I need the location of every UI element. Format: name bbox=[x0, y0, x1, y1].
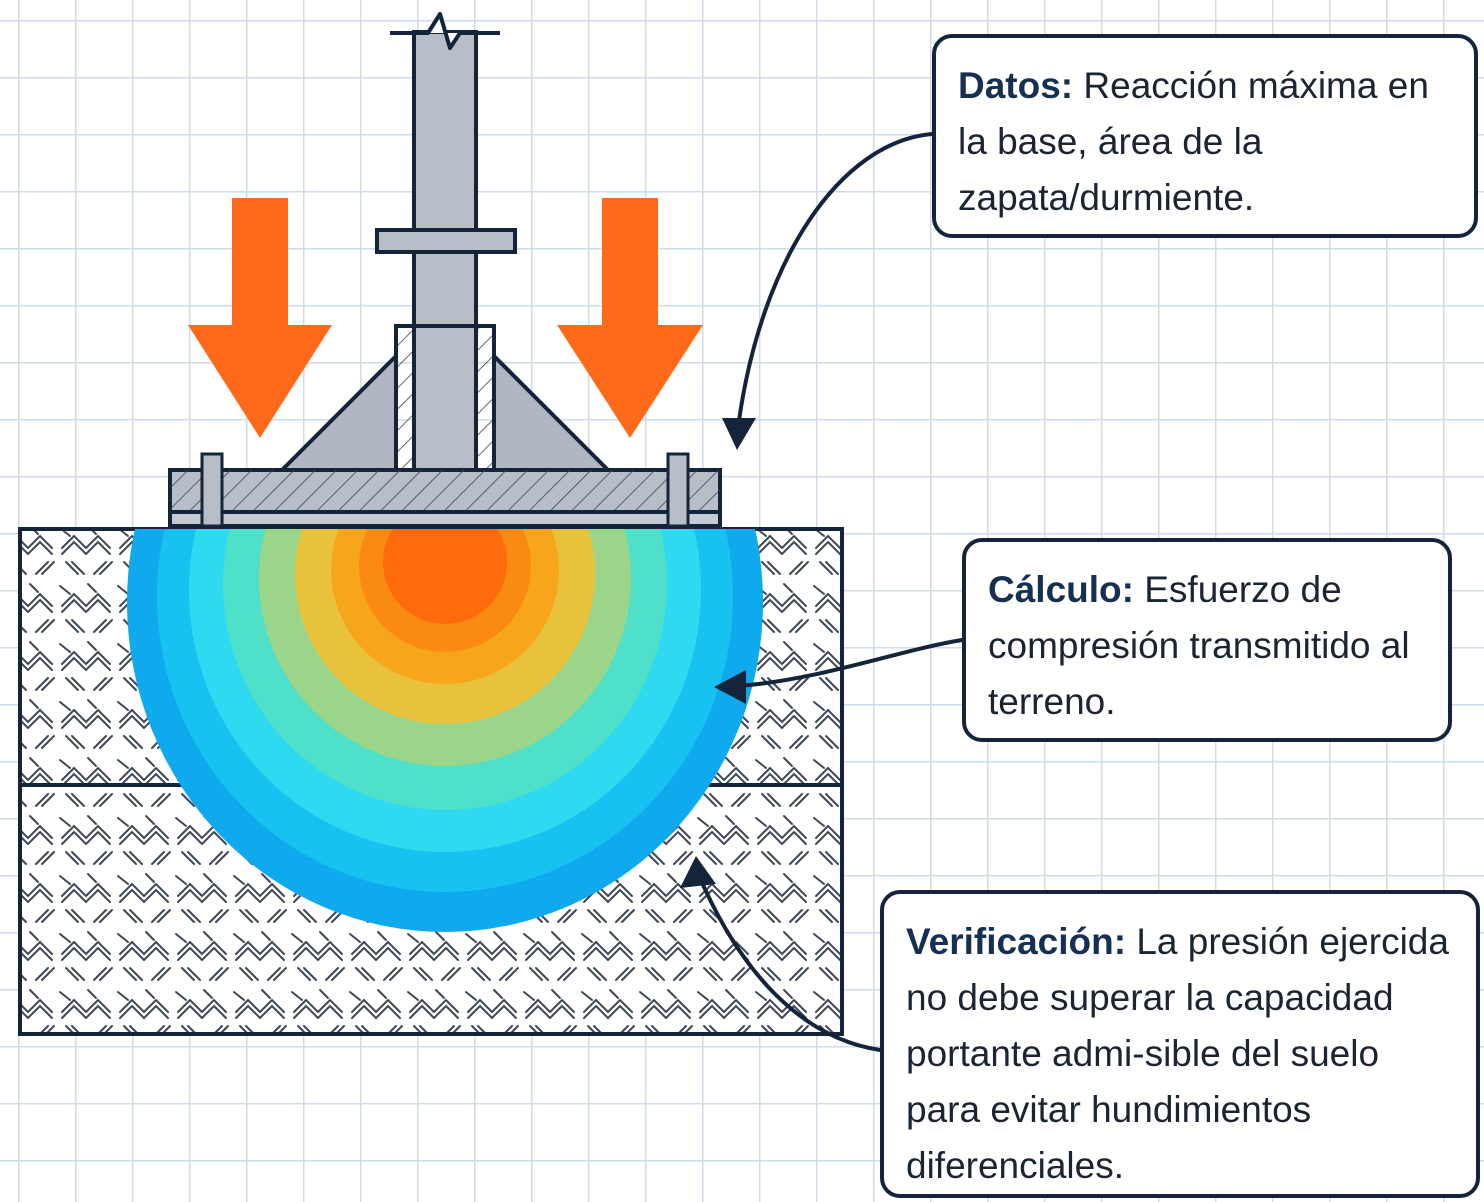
callout-verificacion: Verificación: La presión ejercida no deb… bbox=[880, 890, 1480, 1198]
callout-datos-text: Reacción máxima en la base, área de la z… bbox=[958, 65, 1429, 218]
load-arrow-left-icon bbox=[188, 198, 332, 438]
callout-verificacion-keyword: Verificación: bbox=[906, 921, 1127, 962]
arrowhead-calculo bbox=[714, 670, 746, 704]
callout-calculo-keyword: Cálculo: bbox=[988, 569, 1134, 610]
callout-verificacion-text: La presión ejercida no debe superar la c… bbox=[906, 921, 1449, 1186]
pressure-bulb bbox=[127, 529, 763, 932]
gusset-plates bbox=[280, 324, 610, 472]
callout-calculo: Cálculo: Esfuerzo de compresión transmit… bbox=[962, 538, 1452, 742]
column-collar bbox=[375, 228, 517, 254]
base-plate bbox=[168, 468, 722, 528]
column-break-icon bbox=[390, 12, 500, 50]
leader-arrowheads bbox=[680, 418, 756, 888]
anchor-bolts bbox=[200, 452, 690, 528]
load-arrow-right-icon bbox=[557, 198, 703, 438]
callout-calculo-text: Esfuerzo de compresión transmitido al te… bbox=[988, 569, 1410, 722]
callout-datos: Datos: Reacción máxima en la base, área … bbox=[932, 34, 1478, 238]
callout-datos-keyword: Datos: bbox=[958, 65, 1074, 106]
pressure-ring-9 bbox=[383, 529, 507, 624]
arrowhead-verificacion bbox=[680, 856, 716, 888]
arrowhead-datos bbox=[722, 418, 756, 450]
leader-arrows bbox=[698, 132, 964, 1052]
